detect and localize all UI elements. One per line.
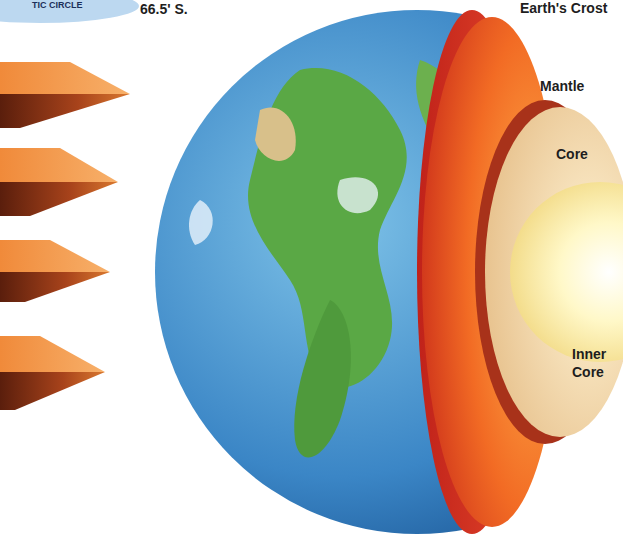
layer-name: Core	[556, 146, 588, 164]
circle-banner-label: TIC CIRCLE	[32, 0, 83, 11]
layer-name: Earth's Crost	[520, 0, 607, 18]
latitude-label: 66.5' S.	[140, 1, 188, 19]
layer-name: Inner Core	[572, 346, 618, 381]
layer-name: Mantle	[540, 78, 584, 96]
